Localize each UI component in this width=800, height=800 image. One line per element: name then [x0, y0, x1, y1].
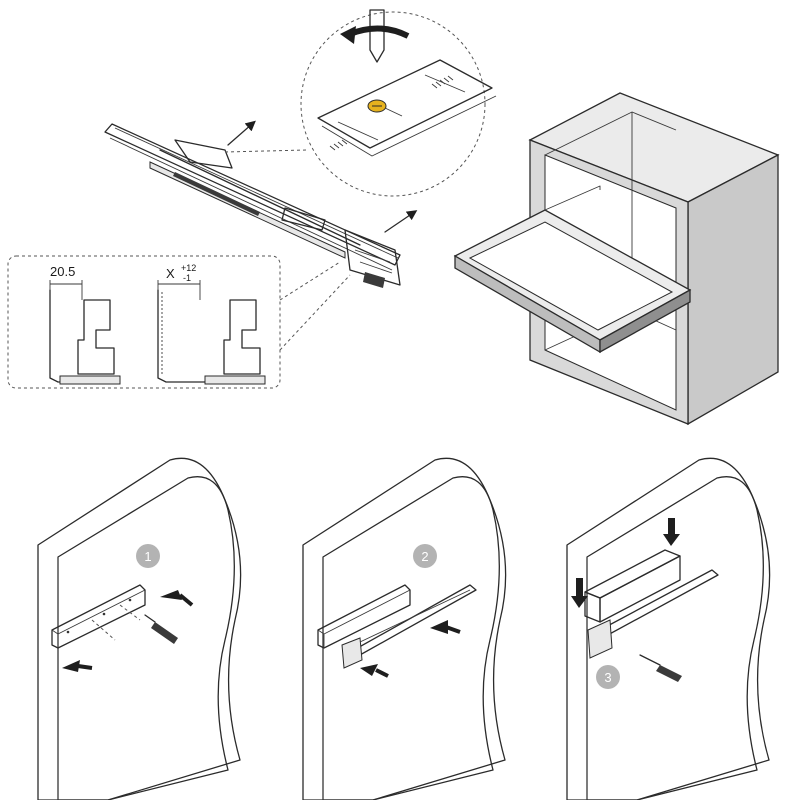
- adjustment-screw-icon: [367, 99, 403, 117]
- drawer-slide-rail: [341, 584, 477, 669]
- drawer-slide-rail: [587, 569, 719, 659]
- dimension-label-right: X: [166, 266, 175, 281]
- dimension-label-left: 20.5: [50, 264, 75, 279]
- step-2-panel: 2: [302, 457, 507, 800]
- screwdriver-icon: [144, 614, 178, 644]
- spacer-block: [584, 549, 681, 623]
- mounting-bracket: [51, 584, 146, 649]
- step-badge-2: 2: [413, 544, 437, 568]
- cabinet-with-drawer: [453, 92, 780, 426]
- push-arrow-icon: [62, 590, 194, 672]
- push-arrow-icon: [571, 518, 680, 608]
- push-arrow-icon: [360, 620, 461, 678]
- scale-marks: [329, 75, 454, 151]
- step-number: 1: [144, 549, 151, 564]
- mounting-bracket: [317, 584, 411, 649]
- step-badge-1: 1: [136, 544, 160, 568]
- step-3-panel: 3: [566, 457, 771, 800]
- slide-rail-assembly: [104, 123, 401, 288]
- dimension-inset: 20.5 X +12 -1: [7, 255, 351, 389]
- tolerance-minus: -1: [183, 273, 191, 283]
- step-number: 3: [604, 670, 611, 685]
- tolerance-plus: +12: [181, 263, 196, 273]
- step-1-panel: 1: [37, 457, 242, 800]
- adjustment-detail-zoom: [224, 9, 497, 197]
- step-number: 2: [421, 549, 428, 564]
- rotate-arrow-icon: [340, 25, 410, 44]
- step-badge-3: 3: [596, 665, 620, 689]
- pull-direction-arrows: [227, 120, 418, 233]
- screwdriver-icon: [639, 654, 682, 682]
- screwdriver-icon: [369, 9, 385, 63]
